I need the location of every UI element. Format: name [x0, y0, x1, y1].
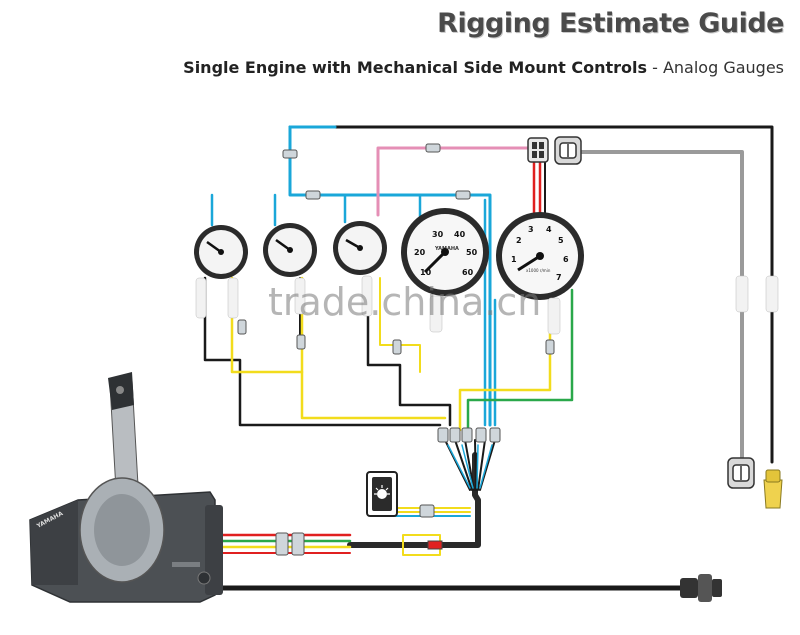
- speedo-num-1: 30: [432, 230, 444, 239]
- black-main-harness: [288, 125, 774, 464]
- blue-gauge-bus: [210, 193, 422, 230]
- tach-num-5: 5: [558, 236, 564, 245]
- inline-fuse: [427, 540, 443, 550]
- trim-switch: [366, 471, 398, 517]
- speedo-num-3: 50: [466, 248, 478, 257]
- speedometer: 30 40 20 50 10 60 YAMAHA: [401, 208, 489, 296]
- top-connectors: [527, 136, 582, 165]
- fuse-loop: [402, 534, 441, 556]
- gray-cable: [576, 150, 744, 462]
- watermark: trade.china.cn: [268, 280, 542, 324]
- tach-num-3: 3: [528, 225, 534, 234]
- gauge-1: [194, 225, 248, 279]
- gauge-studs: [195, 275, 779, 335]
- tachometer: 1 2 3 4 5 6 7 x1000 r/min: [496, 212, 584, 300]
- tach-num-6: 6: [563, 255, 569, 264]
- tach-unit: x1000 r/min: [526, 268, 551, 273]
- pink-wire: [376, 146, 532, 217]
- main-cable-plug: [680, 574, 722, 602]
- gauge-3: [333, 221, 387, 275]
- tach-num-7: 7: [556, 273, 562, 282]
- right-connectors: [727, 457, 783, 509]
- tach-num-1: 1: [511, 255, 517, 264]
- inline-connectors: [237, 143, 555, 556]
- subtitle-suffix: - Analog Gauges: [647, 58, 784, 77]
- tach-num-2: 2: [516, 236, 522, 245]
- gauge-2: [263, 223, 317, 277]
- green-wire: [466, 288, 574, 432]
- side-mount-control: YAMAHA: [29, 372, 223, 603]
- page-title: Rigging Estimate Guide: [437, 8, 784, 39]
- speedo-num-0: 20: [414, 248, 426, 257]
- fan-out-wires: [444, 439, 496, 491]
- tach-num-4: 4: [546, 225, 552, 234]
- page-subtitle: Single Engine with Mechanical Side Mount…: [183, 58, 784, 77]
- black-wire-g1: [203, 276, 442, 427]
- speedo-num-2: 40: [454, 230, 466, 239]
- fan-out-colors: [447, 444, 493, 489]
- subtitle-main: Single Engine with Mechanical Side Mount…: [183, 58, 647, 77]
- black-wire-g3: [366, 276, 452, 427]
- blue-top-line: [288, 125, 492, 427]
- speedo-num-max: 60: [462, 268, 474, 277]
